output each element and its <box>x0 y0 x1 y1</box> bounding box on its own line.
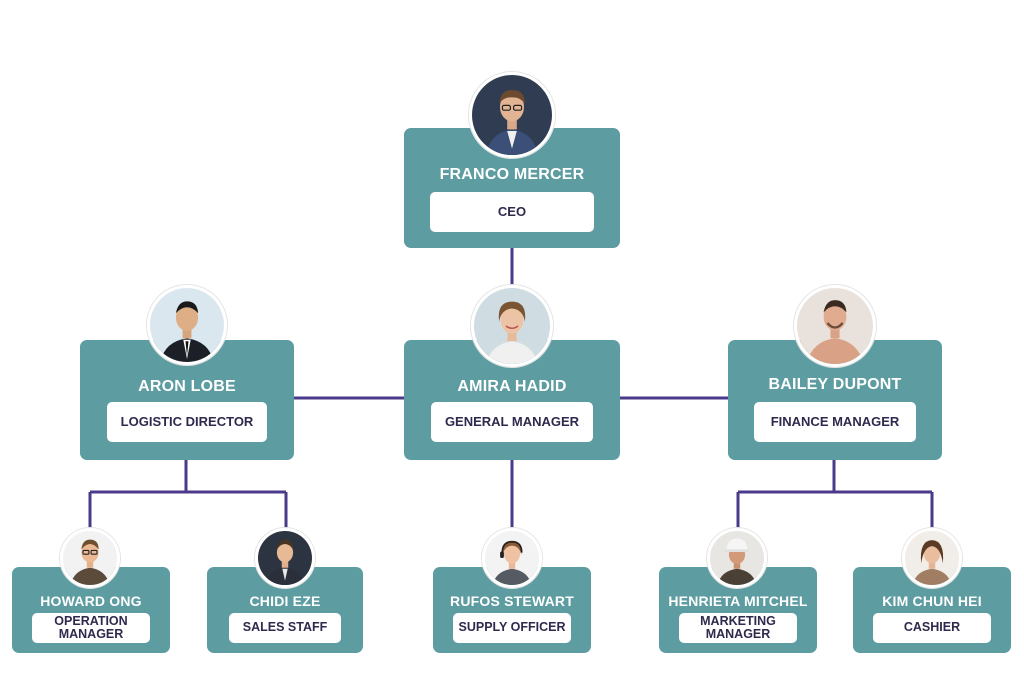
person-role: CEO <box>430 192 594 232</box>
person-role-line2: MANAGER <box>58 627 124 641</box>
person-name: CHIDI EZE <box>249 593 321 609</box>
person-role: SUPPLY OFFICER <box>453 613 571 643</box>
person-name: FRANCO MERCER <box>439 166 585 183</box>
person-photo-icon <box>150 288 224 362</box>
card-kim-chun-hei: KIM CHUN HEI CASHIER <box>853 567 1011 653</box>
person-name: HENRIETA MITCHEL <box>668 593 808 609</box>
person-role: CASHIER <box>873 613 991 643</box>
person-photo-icon <box>905 531 959 585</box>
person-photo-icon <box>472 75 552 155</box>
person-photo-icon <box>797 288 873 364</box>
person-role-line2: MANAGER <box>705 627 771 641</box>
avatar-franco-mercer <box>469 72 555 158</box>
person-role: MARKETING MANAGER <box>679 613 797 643</box>
person-name: KIM CHUN HEI <box>882 593 982 609</box>
person-name: HOWARD ONG <box>40 593 142 609</box>
person-role: LOGISTIC DIRECTOR <box>107 402 267 442</box>
person-name: ARON LOBE <box>138 378 236 395</box>
avatar-kim-chun-hei <box>902 528 962 588</box>
person-photo-icon <box>710 531 764 585</box>
person-name: AMIRA HADID <box>457 378 567 395</box>
avatar-bailey-dupont <box>794 285 876 367</box>
avatar-aron-lobe <box>147 285 227 365</box>
card-franco-mercer: FRANCO MERCER CEO <box>404 128 620 248</box>
person-photo-icon <box>258 531 312 585</box>
card-bailey-dupont: BAILEY DUPONT FINANCE MANAGER <box>728 340 942 460</box>
card-rufos-stewart: RUFOS STEWART SUPPLY OFFICER <box>433 567 591 653</box>
person-photo-icon <box>485 531 539 585</box>
person-role: FINANCE MANAGER <box>754 402 916 442</box>
person-role: OPERATION MANAGER <box>32 613 150 643</box>
person-role-line1: OPERATION <box>54 613 128 628</box>
person-photo-icon <box>474 288 550 364</box>
person-role: GENERAL MANAGER <box>431 402 593 442</box>
avatar-chidi-eze <box>255 528 315 588</box>
avatar-henrieta-mitchel <box>707 528 767 588</box>
person-role-line1: MARKETING <box>700 613 776 628</box>
person-role: SALES STAFF <box>229 613 341 643</box>
person-photo-icon <box>63 531 117 585</box>
person-name: RUFOS STEWART <box>450 593 574 609</box>
avatar-rufos-stewart <box>482 528 542 588</box>
avatar-amira-hadid <box>471 285 553 367</box>
person-name: BAILEY DUPONT <box>768 376 902 393</box>
avatar-howard-ong <box>60 528 120 588</box>
